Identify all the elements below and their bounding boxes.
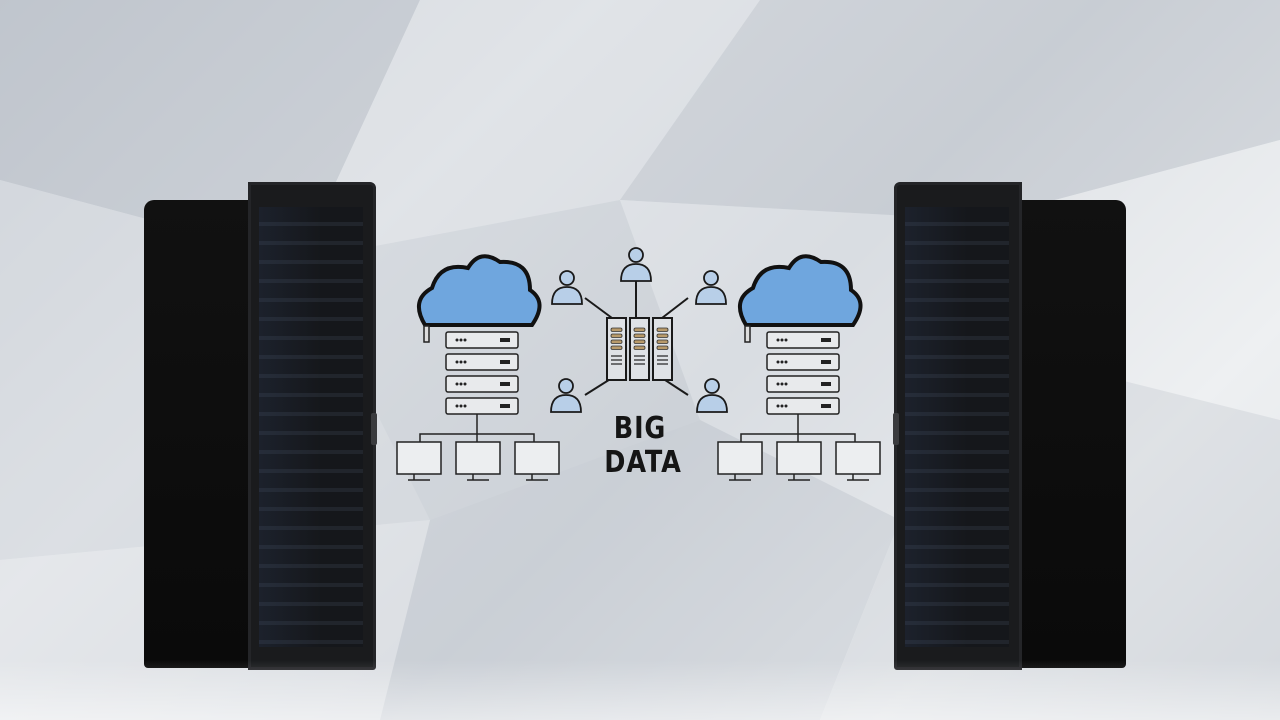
cloud-icon [737, 254, 863, 327]
floor-reflection [0, 660, 1280, 720]
big-data-title: BIG DATA [604, 411, 682, 480]
monitor-icon [717, 441, 881, 481]
left-server-rack [144, 182, 377, 670]
rack-panel [259, 207, 363, 647]
user-icon [550, 247, 728, 413]
server-stack-icon [744, 325, 840, 415]
server-stack-icon [423, 325, 519, 415]
title-line-2: DATA [604, 445, 682, 480]
rack-handle [893, 413, 899, 445]
rack-handle [371, 413, 377, 445]
title-line-1: BIG [613, 411, 667, 446]
monitor-icon [396, 441, 560, 481]
right-server-rack [893, 182, 1126, 670]
big-data-diagram [396, 247, 881, 481]
rack-panel [905, 207, 1009, 647]
cloud-icon [416, 254, 542, 327]
